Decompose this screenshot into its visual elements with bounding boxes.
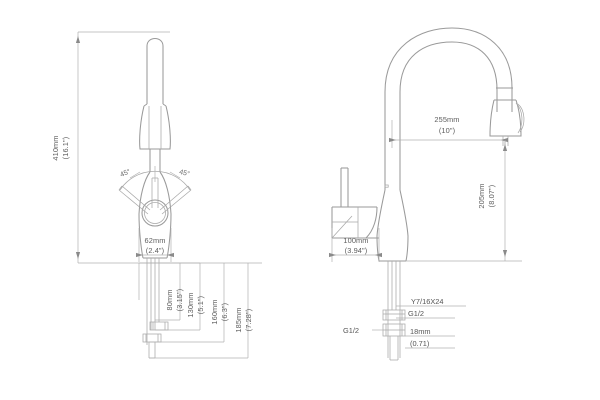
front-stack-3-in-label: (7.28") bbox=[244, 309, 253, 332]
side-base-height-in-label: (3.94") bbox=[345, 246, 368, 255]
side-spout-reach-dimension bbox=[389, 120, 508, 148]
handle-angle-right-label: 45° bbox=[178, 168, 190, 178]
inlet-length-in-label: (0.71) bbox=[410, 339, 429, 348]
front-stack-1-mm-label: 130mm bbox=[186, 292, 195, 317]
neck-marker-dot bbox=[384, 184, 389, 188]
side-spout-height-mm-label: 205mm bbox=[477, 183, 486, 208]
side-spout-outline bbox=[384, 27, 525, 190]
front-stack-2-mm-label: 160mm bbox=[210, 299, 219, 324]
front-stack-0-mm-label: 80mm bbox=[165, 290, 174, 311]
front-stack-2-in-label: (6.3") bbox=[220, 303, 229, 321]
side-base-height-mm-label: 100mm bbox=[343, 236, 368, 245]
front-faucet-outline bbox=[138, 37, 172, 259]
inlet-length-mm-label: 18mm bbox=[410, 327, 431, 336]
handle-angle-left-label: 45° bbox=[119, 167, 132, 178]
side-spout-reach-mm-label: 255mm bbox=[434, 115, 459, 124]
side-dimension-labels: 255mm (10") 205mm (8.07") 100mm (3.94") … bbox=[343, 115, 496, 348]
lower-connector-thread-label: G1/2 bbox=[343, 326, 359, 335]
side-base-height-dimension bbox=[329, 228, 382, 262]
side-thread-leaders bbox=[372, 305, 466, 349]
handle-swing-angle-indicator bbox=[118, 166, 192, 215]
front-stack-1-in-label: (5.1") bbox=[196, 296, 205, 314]
side-elevation-view: 255mm (10") 205mm (8.07") 100mm (3.94") … bbox=[329, 27, 525, 361]
front-dimension-labels: 410mm (16.1") 45° 45° 62mm (2.4") 80mm (… bbox=[51, 135, 253, 332]
side-lever-handle bbox=[331, 167, 379, 239]
front-elevation-view: 410mm (16.1") 45° 45° 62mm (2.4") 80mm (… bbox=[51, 31, 262, 359]
front-stacked-dimension-frames bbox=[138, 262, 262, 359]
front-body-width-mm-label: 62mm bbox=[145, 236, 166, 245]
side-spout-height-in-label: (8.07") bbox=[487, 185, 496, 208]
front-body-width-in-label: (2.4") bbox=[146, 246, 164, 255]
front-stack-3-mm-label: 185mm bbox=[234, 307, 243, 332]
upper-connector-thread-label: G1/2 bbox=[408, 309, 424, 318]
front-body-width-dimension bbox=[136, 228, 174, 262]
hose-thread-label: Y7/16X24 bbox=[411, 297, 443, 306]
front-overall-height-in-label: (16.1") bbox=[61, 137, 70, 160]
front-overall-height-mm-label: 410mm bbox=[51, 135, 60, 160]
front-stack-0-in-label: (3.15") bbox=[175, 289, 184, 312]
side-spout-reach-in-label: (10") bbox=[439, 126, 455, 135]
side-spout-height-dimension bbox=[406, 140, 522, 262]
